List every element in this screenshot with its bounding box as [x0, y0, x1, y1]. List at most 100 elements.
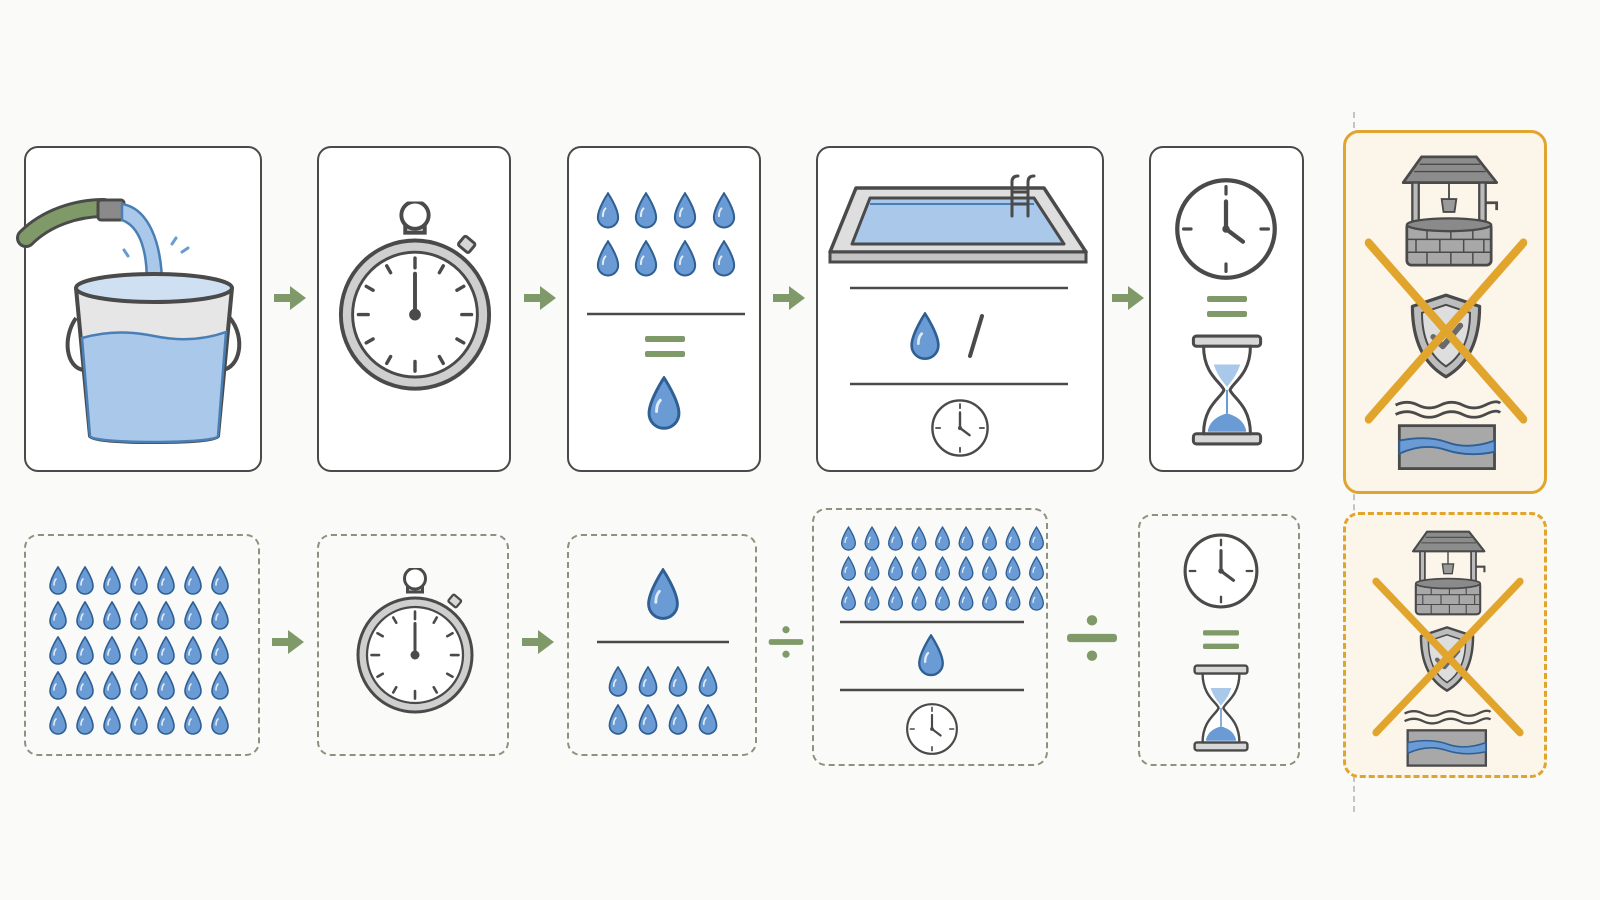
drop-icon — [130, 601, 148, 630]
drops-rate-graphic — [840, 526, 1044, 755]
drop-icon — [841, 586, 856, 611]
drop-icon — [841, 556, 856, 581]
drop-icon — [1029, 526, 1044, 551]
drop-icon — [103, 706, 121, 735]
arrow-right-icon — [1110, 283, 1146, 313]
drop-icon — [211, 601, 229, 630]
panel-drops-grid — [24, 534, 260, 756]
panel-excluded-bottom — [1343, 512, 1547, 778]
drop-icon — [647, 568, 679, 620]
panel-clock-equals-hourglass-small — [1138, 514, 1300, 766]
drop-icon — [157, 706, 175, 735]
bucket-icon — [16, 198, 242, 444]
panel-pool-rate — [816, 146, 1104, 472]
drop-icon — [76, 566, 94, 595]
drop-icon — [864, 526, 880, 551]
arrow-right-icon — [771, 283, 807, 313]
hourglass-icon — [1189, 334, 1265, 446]
drop-icon — [982, 526, 997, 551]
panel-drops-fraction-inverse — [567, 534, 757, 756]
drop-icon — [1029, 586, 1044, 611]
cross-out-icon — [1360, 233, 1532, 429]
clock-icon — [1182, 532, 1260, 610]
panel-drops-fraction — [567, 146, 761, 472]
drop-icon — [1005, 586, 1021, 611]
drop-icon — [211, 671, 229, 700]
clock-icon — [906, 703, 958, 755]
drop-icon — [1005, 526, 1021, 551]
drop-icon — [935, 526, 950, 551]
drop-icon — [864, 556, 880, 581]
drop-icon — [184, 601, 202, 630]
drop-icon — [157, 671, 175, 700]
swimming-pool-icon — [828, 174, 1088, 457]
drop-icon — [596, 192, 736, 277]
drop-icon — [157, 636, 175, 665]
arrow-right-icon — [270, 627, 306, 657]
drop-icon — [130, 706, 148, 735]
drop-icon — [864, 586, 880, 611]
drop-icon — [184, 671, 202, 700]
drop-icon — [211, 706, 229, 735]
drop-icon — [888, 526, 903, 551]
drop-icon — [130, 671, 148, 700]
drop-icon — [958, 556, 974, 581]
arrow-right-icon — [520, 627, 556, 657]
drop-icon — [76, 671, 94, 700]
drop-icon — [935, 556, 950, 581]
panel-stopwatch — [317, 146, 511, 472]
drop-icon — [1005, 556, 1021, 581]
drop-icon — [841, 526, 856, 551]
drop-icon — [211, 566, 229, 595]
drops-grid-graphic — [49, 566, 229, 735]
drop-icon — [911, 586, 927, 611]
drops-fraction-graphic — [597, 568, 729, 735]
drop-icon — [103, 671, 121, 700]
drop-icon — [184, 706, 202, 735]
panel-drops-rate — [812, 508, 1048, 766]
drop-icon — [157, 601, 175, 630]
drop-icon — [157, 566, 175, 595]
drop-icon — [49, 601, 67, 630]
drop-icon — [130, 566, 148, 595]
drop-icon — [958, 586, 974, 611]
drop-icon — [76, 706, 94, 735]
drop-icon — [103, 636, 121, 665]
drop-icon — [103, 601, 121, 630]
drop-icon — [76, 601, 94, 630]
drop-icon — [982, 556, 997, 581]
drops-fraction-graphic — [587, 192, 745, 430]
drop-icon — [841, 526, 1044, 611]
stopwatch-icon — [355, 568, 475, 718]
divide-icon — [768, 624, 804, 660]
drop-icon — [935, 586, 950, 611]
drop-icon — [130, 636, 148, 665]
drop-icon — [958, 526, 974, 551]
arrow-right-icon — [272, 283, 308, 313]
drop-icon — [888, 556, 903, 581]
equals-icon — [1203, 630, 1239, 650]
drop-icon — [103, 566, 121, 595]
drop-icon — [982, 586, 997, 611]
panel-stopwatch-small — [317, 534, 509, 756]
panel-clock-equals-hourglass — [1149, 146, 1304, 472]
clock-icon — [1173, 176, 1279, 282]
panel-excluded-top — [1343, 130, 1547, 494]
panel-bucket-filling — [16, 146, 262, 472]
drop-icon — [49, 566, 67, 595]
drop-icon — [1029, 556, 1044, 581]
equals-icon — [1207, 296, 1247, 318]
drop-icon — [888, 586, 903, 611]
drop-icon — [184, 636, 202, 665]
drop-icon — [918, 634, 944, 677]
hourglass-icon — [1193, 664, 1249, 752]
drop-icon — [211, 636, 229, 665]
drop-icon — [184, 566, 202, 595]
stopwatch-icon — [337, 200, 493, 398]
slash-icon — [968, 314, 984, 358]
drop-icon — [76, 636, 94, 665]
divide-icon — [1066, 612, 1118, 664]
drop-icon — [911, 556, 927, 581]
drop-icon — [49, 706, 67, 735]
drop-icon — [608, 666, 718, 735]
